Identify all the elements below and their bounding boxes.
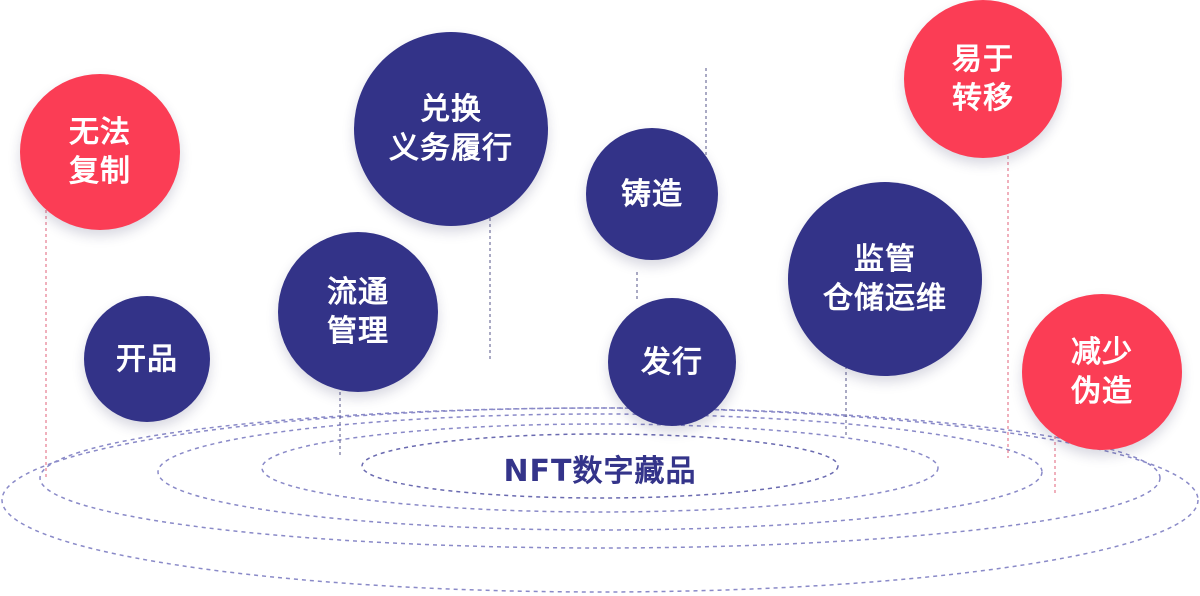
bubble-label: 铸造 [621,176,683,212]
bubble-label: 无法 复制 [69,115,131,189]
bubble-label: 开品 [116,341,178,377]
bubble-zhuzao: 铸造 [586,128,718,260]
bubble-wufa-fuzhi: 无法 复制 [20,74,180,230]
bubble-liutong-guanli: 流通 管理 [278,232,438,392]
ring-inner [361,433,839,499]
ring-third [157,413,1043,531]
bubble-faxing: 发行 [608,298,736,426]
concentric-rings [1,407,1199,593]
bubble-label: 监管 仓储运维 [823,242,947,316]
bubble-duihuan: 兑换 义务履行 [354,32,548,226]
bubble-yiyu-zhuanyi: 易于 转移 [904,0,1062,158]
bubble-kaipin: 开品 [84,296,210,422]
nft-center-title: NFT数字藏品 [503,454,697,489]
bubble-label: 减少 伪造 [1071,335,1133,409]
ring-fourth [261,423,939,513]
bubble-label: 流通 管理 [327,275,389,349]
ring-outer [1,407,1199,593]
connector-lines [45,68,1056,494]
bubble-label: 易于 转移 [952,42,1014,116]
bubble-jianguan: 监管 仓储运维 [788,182,982,376]
bubble-label: 发行 [641,344,703,380]
ring-second [39,407,1161,549]
bubble-jianshao-weizao: 减少 伪造 [1022,294,1182,450]
bubble-label: 兑换 义务履行 [389,92,513,166]
